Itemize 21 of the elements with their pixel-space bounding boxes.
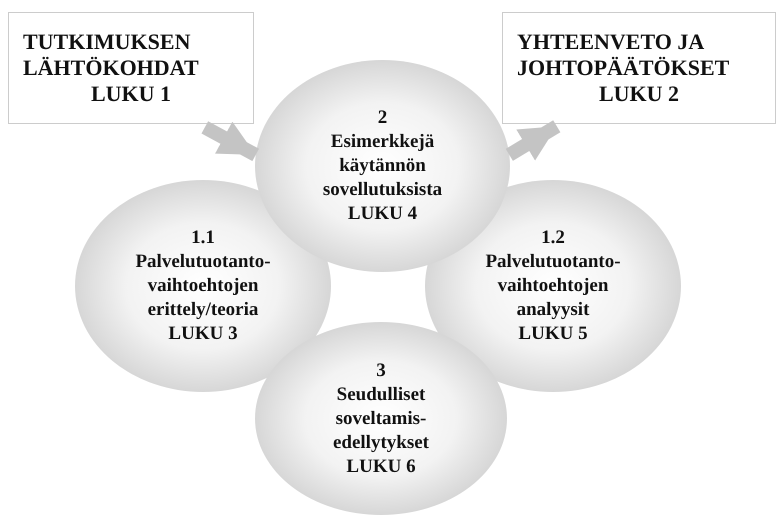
block-arrow	[201, 121, 260, 162]
chapter-label: LUKU 1	[90, 81, 172, 107]
section-number: 3	[376, 358, 386, 382]
chapter-label: LUKU 6	[346, 454, 416, 478]
chapter-title: Seudulliset soveltamis-edellytykset	[332, 382, 430, 454]
chapter-title: Esimerkkejä käytännön sovellutuksista	[322, 130, 444, 202]
section-number: 1.2	[541, 226, 565, 250]
block-arrow	[506, 120, 560, 161]
section-number: 1.1	[191, 226, 215, 250]
chapter-box	[502, 12, 776, 124]
chapter-label: LUKU 2	[598, 81, 680, 107]
chapter-circle	[255, 322, 507, 515]
chapter-label: LUKU 3	[168, 322, 238, 346]
chapter-title: TUTKIMUKSEN LÄHTÖKOHDAT	[23, 29, 200, 81]
section-number: 2	[378, 106, 388, 130]
chapter-label: LUKU 4	[348, 202, 418, 226]
chapter-label: LUKU 5	[518, 322, 588, 346]
chapter-title: Palvelutuotanto-vaihtoehtojen analyysit	[484, 250, 622, 322]
chapter-box	[8, 12, 254, 124]
chapter-title: Palvelutuotanto-vaihtoehtojen erittely/teoria	[134, 250, 272, 322]
chapter-title: YHTEENVETO JA JOHTOPÄÄTÖKSET	[517, 29, 730, 81]
